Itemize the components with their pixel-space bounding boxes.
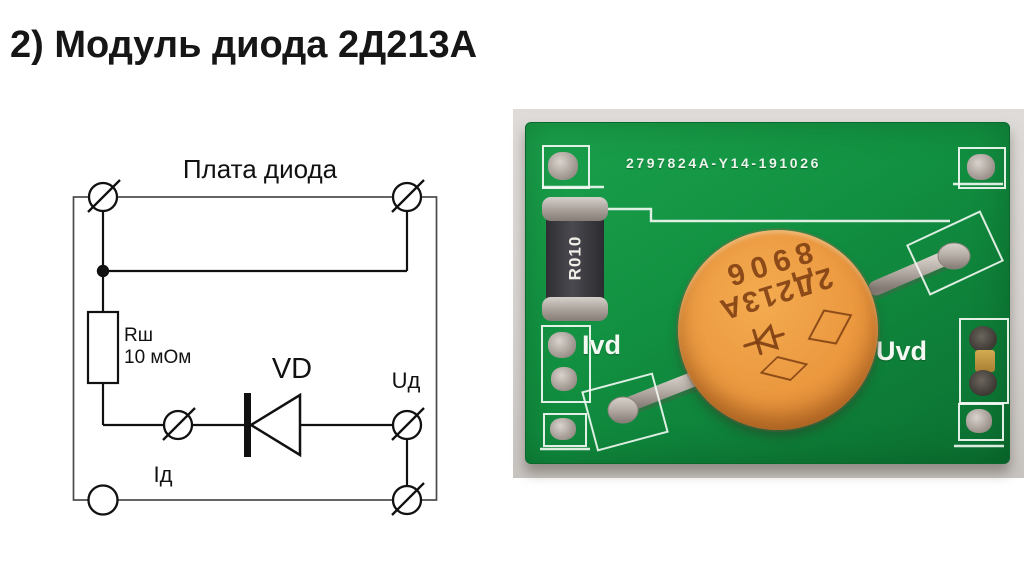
board-label: Плата диода [183,154,338,184]
solder-pad [551,367,577,391]
solder-blob-left [607,396,639,424]
solder-pad [550,418,576,440]
solder-pad [966,409,992,433]
resistor-value: 10 мОм [124,347,191,368]
page-title: 2) Модуль диода 2Д213А [10,24,478,66]
solder-pad [969,326,997,352]
terminal-top-left [87,179,121,213]
pad-right-middle [959,318,1009,404]
terminal-top-right [391,179,425,213]
terminal-voltage [391,407,425,441]
pad-top-right [958,147,1006,189]
junction-dot [96,264,110,278]
silkscreen-and-leads [540,182,1004,451]
solder-pad [548,332,576,358]
schematic-wires [101,210,409,500]
diode-symbol-marking-icon [743,323,785,356]
solder-blob-right [937,242,971,270]
diode-schematic: Плата диода Rш 10 мОм VD Uд Iд [72,154,438,516]
terminal-bottom-left [87,484,119,516]
schematic-terminals [87,179,425,516]
resistor-name: Rш [124,325,153,346]
smd-shunt-resistor: R010 [542,197,608,321]
board-code-text: 2797824A-Y14-191026 [626,155,821,171]
diode-label: VD [272,353,312,385]
solder-pad [969,370,997,396]
resistor-code-text: R010 [564,235,584,281]
diode-lead-right [867,242,971,300]
diode-lead-left [607,367,713,424]
diode-body: 2Д213А 8906 [678,230,878,430]
voltage-label: Uд [392,368,421,393]
pad-bottom-right [958,403,1004,441]
pcb-label-uvd: Uvd [876,336,928,366]
pcb-photo: 2797824A-Y14-191026 [513,109,1024,478]
solder-pad [967,154,995,180]
current-label: Iд [154,462,173,487]
diode-symbol [244,392,302,458]
shunt-resistor-symbol [86,310,120,385]
resistor-cap [542,197,608,221]
pcb-label-ivd: Ivd [582,330,622,360]
schematic-board-outline [72,196,438,501]
terminal-bottom-right [391,482,425,516]
diamond-logo-marking [759,356,809,381]
pad-bottom-left [543,413,587,447]
pad-left-middle [541,325,591,403]
pad-top-left [542,145,590,189]
terminal-current [162,407,196,441]
solder-pad [548,152,578,180]
pcb-board: 2797824A-Y14-191026 [525,122,1010,464]
resistor-cap [542,297,608,321]
smd-component [975,350,995,372]
